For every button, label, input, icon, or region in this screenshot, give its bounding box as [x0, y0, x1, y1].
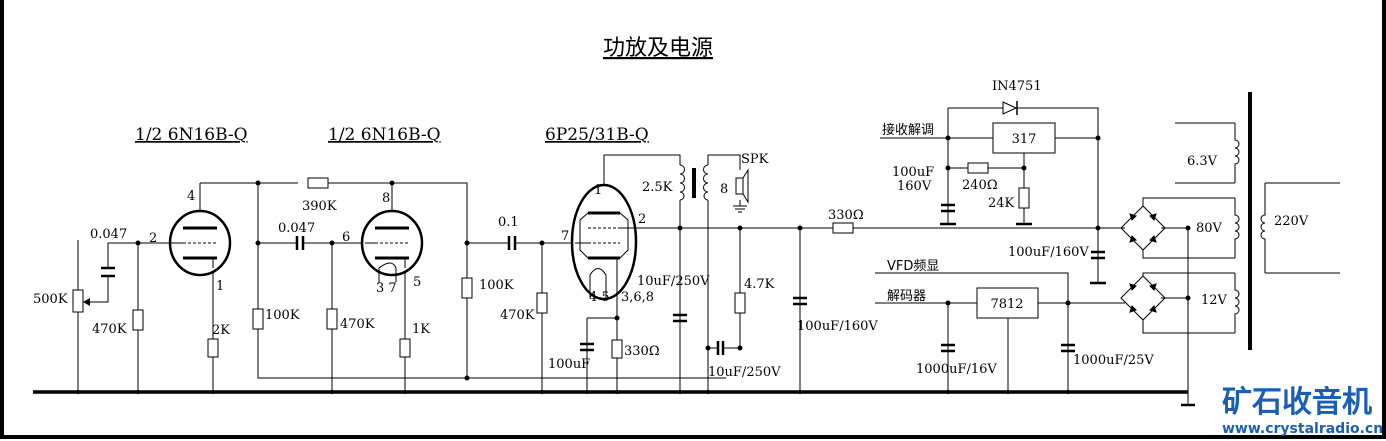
label-c-out: 10uF/250V [708, 365, 781, 380]
watermark-logo: 矿石收音机 www.crystalradio.cn [1222, 385, 1383, 437]
label-c-reg-in-1: 100uF [892, 165, 934, 180]
bridge-rectifier-1 [1120, 205, 1166, 251]
label-out-decoder: 解码器 [887, 289, 926, 304]
component-labels: 0.047 500K 470K 2K 390K 0.047 100K 470K … [33, 79, 1309, 380]
label-r-240: 240Ω [962, 178, 998, 193]
speaker-icon [733, 168, 749, 213]
logo-text: 矿石收音机 [1222, 385, 1372, 420]
label-primary: 220V [1274, 214, 1309, 229]
label-r-fb: 390K [302, 199, 337, 214]
regulator-7812 [976, 287, 1039, 319]
label-c-k3: 100uF [548, 357, 590, 372]
label-pot: 500K [33, 292, 68, 307]
capacitors [101, 203, 1195, 407]
tube1 [168, 209, 232, 277]
spk-pin-label: 8 [720, 182, 728, 197]
label-c-in: 0.047 [90, 227, 127, 242]
label-r-grid2: 470K [340, 317, 375, 332]
label-c-couple2: 0.1 [498, 215, 519, 230]
label-c-reg-in-2: 160V [897, 179, 932, 194]
label-c-25v: 1000uF/25V [1073, 353, 1154, 368]
label-diode: IN4751 [992, 79, 1042, 94]
spk-label: SPK [741, 152, 769, 167]
tube1-pin-cathode: 1 [216, 279, 224, 294]
label-out-demod: 接收解调 [882, 122, 934, 138]
tube3 [570, 183, 638, 301]
label-r-k3: 330Ω [624, 344, 660, 359]
logo-url: www.crystalradio.cn [1222, 421, 1383, 437]
tube2-pin-heater: 3 7 [376, 281, 397, 296]
output-transformer [679, 164, 709, 201]
bridge-rectifier-2 [1120, 275, 1166, 321]
label-r-24k: 24K [988, 196, 1015, 211]
tube3-label: 6P25/31B-Q [545, 125, 649, 145]
label-c-filter2: 100uF/160V [1008, 245, 1089, 260]
label-r-grid3: 470K [500, 308, 535, 323]
label-r-load1: 100K [265, 308, 300, 323]
tube2-label: 1/2 6N16B-Q [328, 125, 441, 145]
tube3-pin-cathode: 3,6,8 [621, 290, 654, 305]
tube2-pin-grid: 6 [342, 230, 350, 245]
regulator-7812-label: 7812 [990, 297, 1023, 312]
tube1-pin-grid: 2 [149, 231, 157, 246]
label-sec-6-3v: 6.3V [1187, 154, 1218, 169]
label-sec-80v: 80V [1196, 221, 1223, 236]
label-c-filter1: 100uF/160V [797, 319, 878, 334]
regulator-317 [992, 122, 1056, 154]
diode-icon [1002, 101, 1018, 115]
tube3-pin-grid: 7 [561, 229, 569, 244]
wires [77, 107, 1340, 405]
xfmr-label: 2.5K [642, 180, 673, 195]
tube2 [360, 209, 424, 283]
junctions [76, 135, 1191, 394]
page-title: 功放及电源 [603, 36, 713, 61]
label-sec-12v: 12V [1201, 293, 1228, 308]
label-r-4-7k: 4.7K [744, 277, 775, 292]
tube3-pin-plate: 1 [594, 183, 602, 198]
tube1-pin-plate: 4 [187, 189, 195, 204]
potentiometer-500k [72, 289, 90, 313]
tube2-pin-plate: 8 [382, 191, 390, 206]
tube3-pin-screen: 2 [638, 212, 646, 227]
label-c-couple1: 0.047 [278, 221, 315, 236]
label-r-load2: 100K [479, 278, 514, 293]
label-out-vfd: VFD频显 [887, 259, 939, 274]
label-r-k2: 1K [412, 322, 430, 337]
tube1-label: 1/2 6N16B-Q [135, 125, 248, 145]
resistors [132, 162, 1030, 359]
tube3-pin-heater: 4 5 [589, 290, 610, 305]
power-transformer [1234, 92, 1266, 350]
regulator-317-label: 317 [1012, 132, 1037, 147]
label-c-16v: 1000uF/16V [916, 362, 997, 377]
label-r-grid1: 470K [92, 322, 127, 337]
label-r-k1: 2K [212, 323, 230, 338]
label-r-filter: 330Ω [828, 208, 864, 223]
label-c-screen: 10uF/250V [637, 274, 710, 289]
tube2-pin-cathode: 5 [413, 275, 421, 290]
